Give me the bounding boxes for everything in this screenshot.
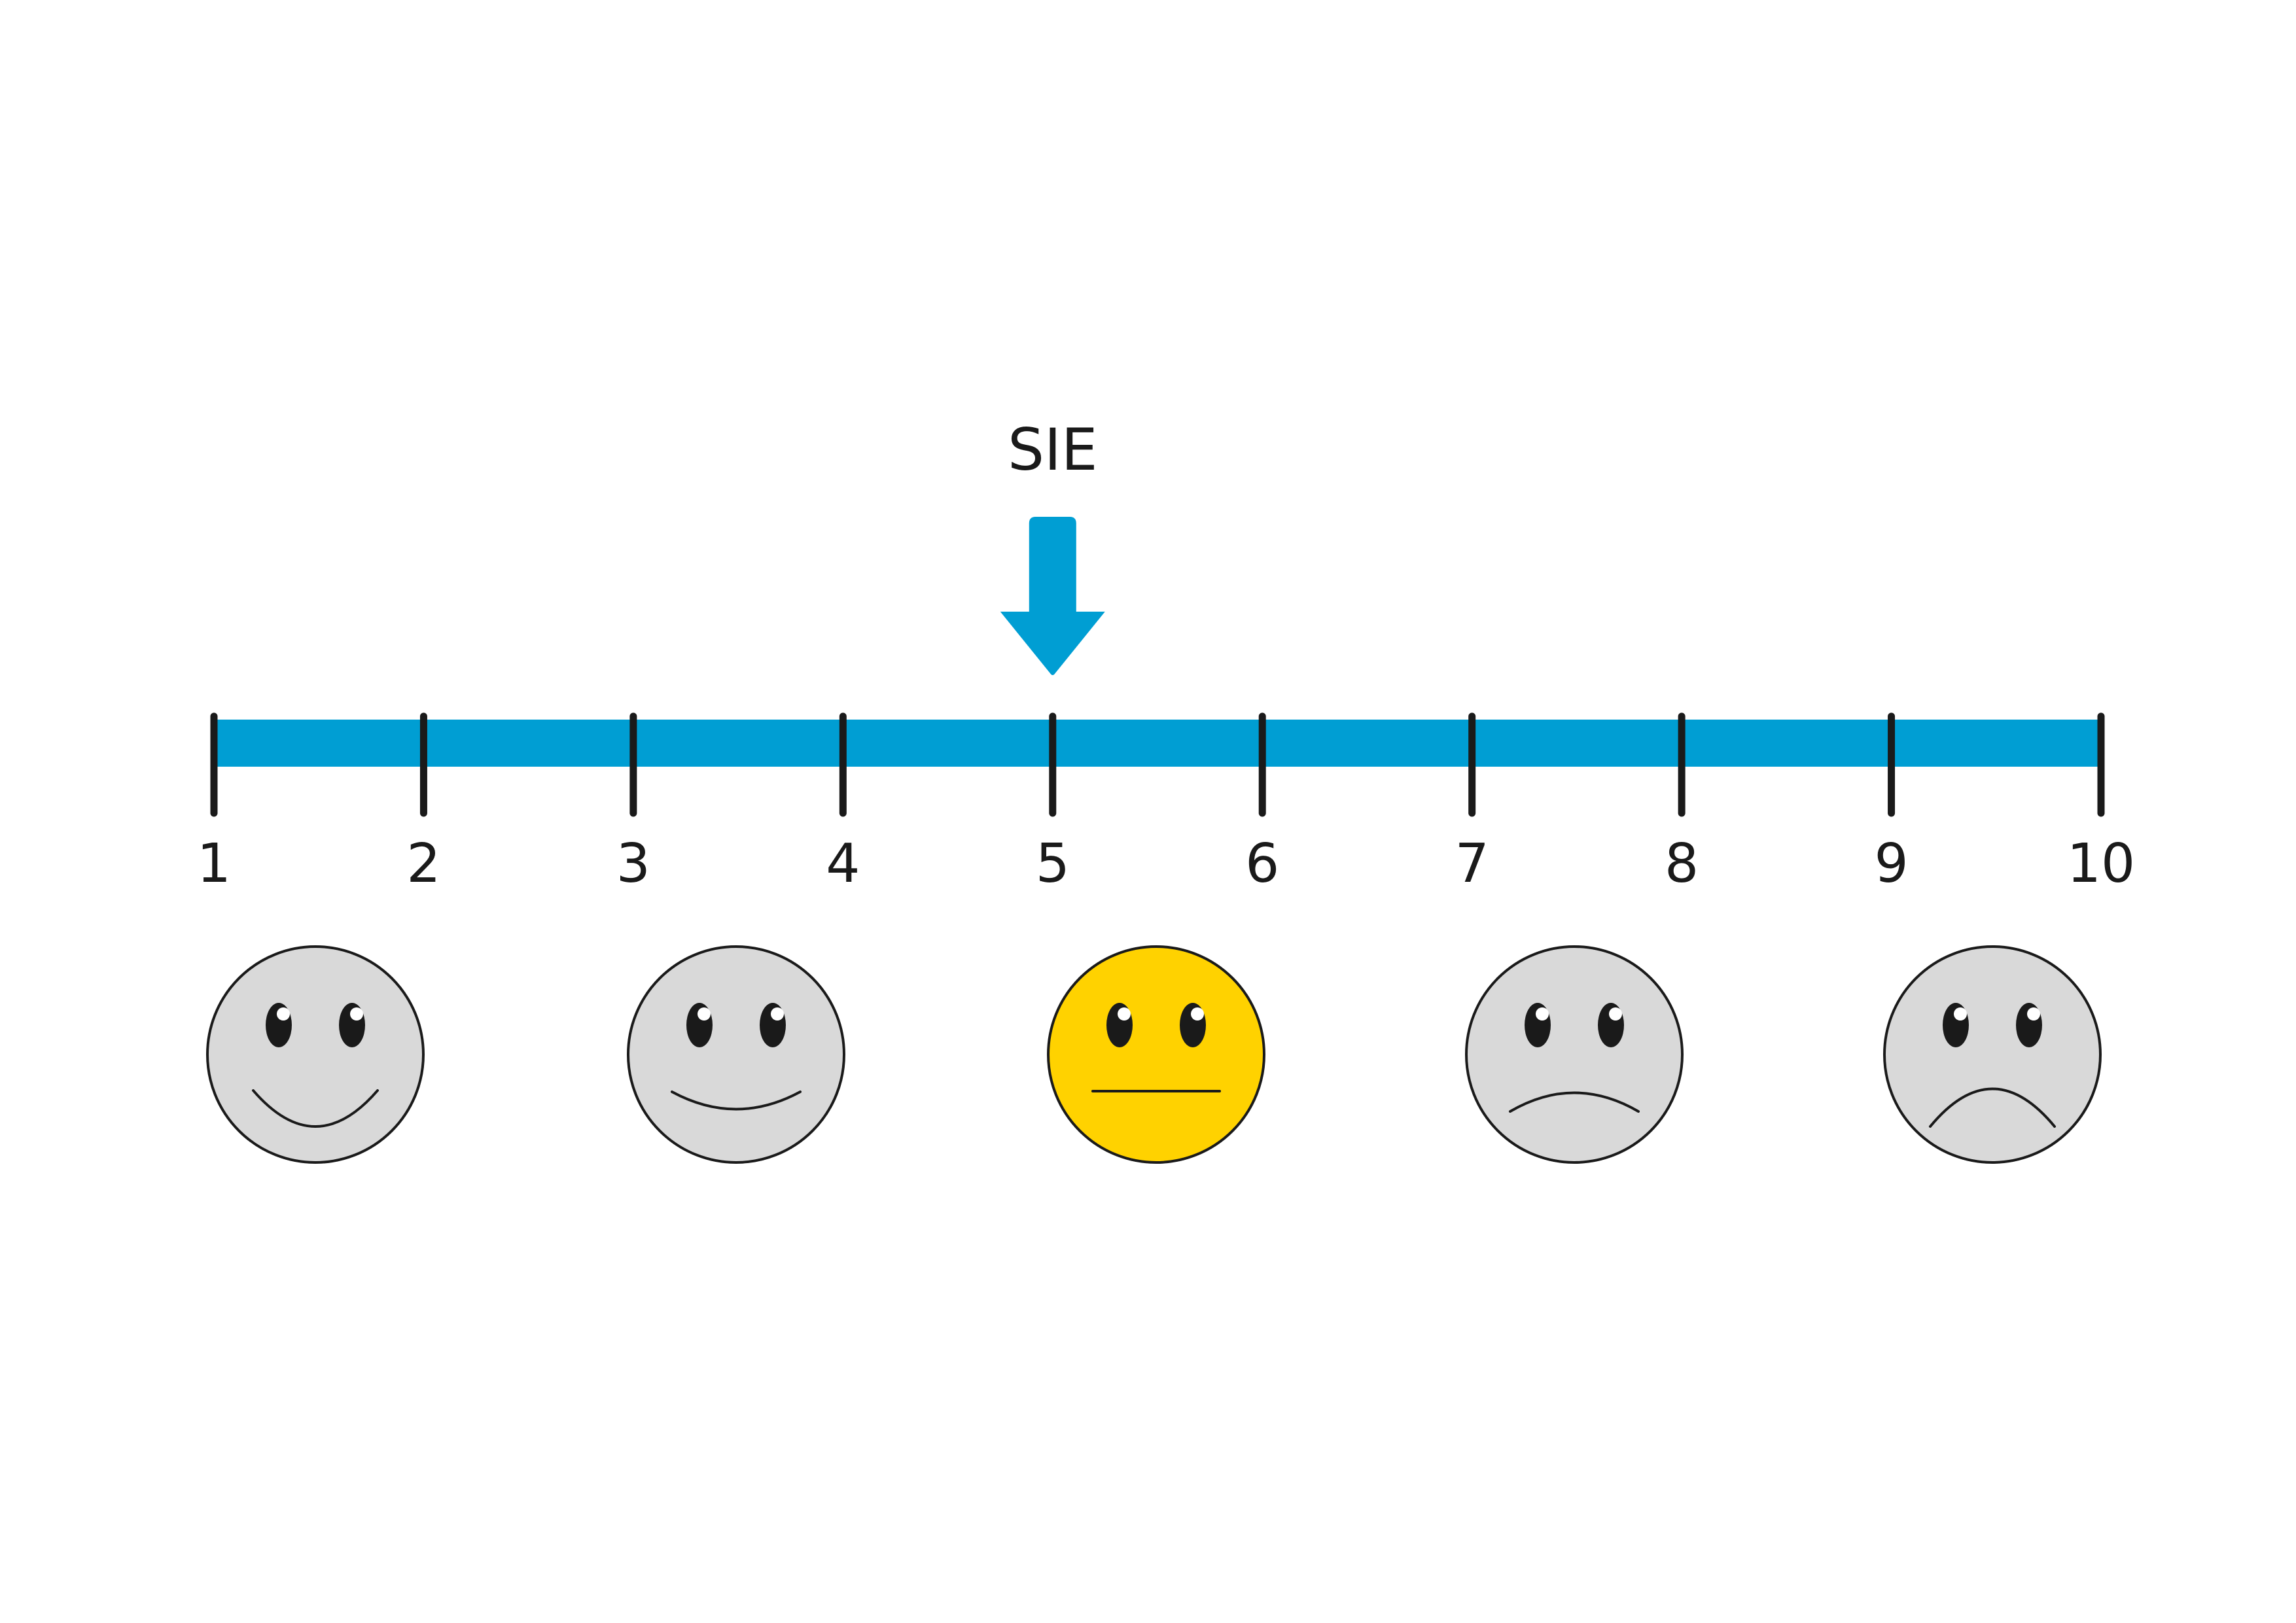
face-mouth	[1509, 1091, 1640, 1113]
face-outline	[1047, 945, 1265, 1164]
face-outline	[1883, 945, 2102, 1164]
scale-ticks	[210, 712, 2105, 817]
scale-tick-label: 5	[1036, 833, 1070, 895]
scale-tick-label: 7	[1455, 833, 1489, 895]
face-outline	[206, 945, 425, 1164]
eye-highlight	[1609, 1007, 1622, 1021]
sad-face-icon	[1465, 945, 1684, 1164]
scale-tick-label: 10	[2067, 833, 2135, 895]
very-sad-face-icon	[1883, 945, 2102, 1164]
eye-highlight	[771, 1007, 784, 1021]
eye-highlight	[1191, 1007, 1204, 1021]
marker-label: SIE	[1008, 416, 1097, 483]
scale-tick-label: 3	[616, 833, 650, 895]
eye-highlight	[277, 1007, 290, 1021]
very-happy-face-icon	[206, 945, 425, 1164]
arrow-down-icon	[1000, 517, 1105, 675]
scale-tick-label: 4	[826, 833, 860, 895]
scale-tick-labels: 1 2 3 4 5 6 7 8 9 10	[197, 833, 2135, 895]
face-outline	[627, 945, 845, 1164]
scale-tick-label: 2	[406, 833, 440, 895]
face-mouth	[671, 1091, 802, 1111]
face-mouth	[252, 1089, 379, 1128]
scale-bar	[214, 720, 2101, 767]
eye-highlight	[350, 1007, 363, 1021]
scale-tick-label: 8	[1665, 833, 1699, 895]
mood-faces	[206, 945, 2102, 1164]
eye-highlight	[698, 1007, 711, 1021]
face-mouth	[1929, 1087, 2056, 1128]
eye-highlight	[1536, 1007, 1549, 1021]
neutral-face-icon	[1047, 945, 1265, 1164]
face-outline	[1465, 945, 1684, 1164]
scale-tick-label: 1	[197, 833, 231, 895]
eye-highlight	[1118, 1007, 1131, 1021]
scale-tick-label: 9	[1874, 833, 1908, 895]
happy-face-icon	[627, 945, 845, 1164]
scale-tick-label: 6	[1245, 833, 1279, 895]
eye-highlight	[2027, 1007, 2040, 1021]
eye-highlight	[1954, 1007, 1967, 1021]
